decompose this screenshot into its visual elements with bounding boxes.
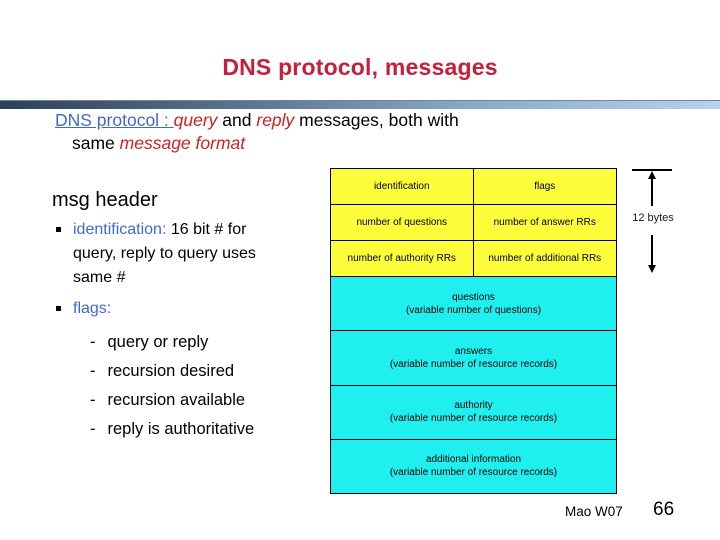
intro-line2: same message format [55,132,635,155]
sub-bullet-list: - query or reply - recursion desired - r… [90,328,306,444]
intro-rest: messages, both with [294,110,459,130]
row-subtitle: (variable number of resource records) [389,413,558,425]
row-title: questions [452,291,495,303]
dns-message-format-diagram: identification flags number of questions… [330,168,617,494]
diagram-body-row-questions: questions (variable number of questions) [331,277,616,332]
diagram-body-row-authority: authority (variable number of resource r… [331,385,616,440]
bullet-text: identification: 16 bit # for query, repl… [73,218,293,290]
row-title: answers [454,345,493,357]
sub-bullet-recursion-desired: - recursion desired [90,357,306,386]
sub-bullet-reply-authoritative: - reply is authoritative [90,415,306,444]
measure-cap-line [632,169,672,171]
cell-flags: flags [473,169,616,204]
footer-author: Mao W07 [565,504,623,519]
intro-lead: DNS protocol : [55,110,174,130]
cell-num-questions: number of questions [331,205,474,240]
sub-bullet-label: reply is authoritative [107,420,255,438]
bullet-text: flags: [73,297,293,321]
dash-bullet-icon: - [90,333,96,351]
cell-num-answer-rrs: number of answer RRs [473,205,616,240]
bullet-identification: identification: 16 bit # for query, repl… [56,218,306,290]
cell-num-authority-rrs: number of authority RRs [331,241,474,276]
diagram-header-row: number of questions number of answer RRs [331,205,616,241]
dash-bullet-icon: - [90,420,96,438]
diagram-body-row-additional: additional information (variable number … [331,439,616,493]
bullet-term: identification: [73,221,167,238]
dash-bullet-icon: - [90,362,96,380]
arrow-up-icon [648,171,656,179]
row-subtitle: (variable number of questions) [405,304,542,316]
diagram-header-row: number of authority RRs number of additi… [331,241,616,277]
row-title: authority [454,400,493,412]
bullet-flags: flags: [56,297,306,321]
title-divider-bar [0,100,720,109]
sub-bullet-label: recursion available [107,391,246,409]
intro-line2-plain: same [72,133,120,153]
cell-num-additional-rrs: number of additional RRs [473,241,616,276]
row-subtitle: (variable number of resource records) [389,358,558,370]
sub-bullet-label: recursion desired [107,362,235,380]
cell-identification: identification [331,169,474,204]
sub-bullet-query-or-reply: - query or reply [90,328,306,357]
intro-and: and [217,110,257,130]
msg-header-heading: msg header [52,189,158,211]
bullet-list: identification: 16 bit # for query, repl… [56,218,306,444]
sub-bullet-recursion-available: - recursion available [90,386,306,415]
square-bullet-icon [56,306,61,311]
dash-bullet-icon: - [90,391,96,409]
intro-line2-em: message format [119,133,246,153]
bullet-term: flags: [73,300,112,317]
diagram-header-row: identification flags [331,169,616,205]
intro-query: query [173,110,218,130]
sub-bullet-label: query or reply [107,333,209,351]
bullet-rest: 16 bit # for query, reply to query uses … [73,221,256,286]
slide-title: DNS protocol, messages [222,54,498,80]
twelve-bytes-annotation: 12 bytes [625,165,705,285]
row-subtitle: (variable number of resource records) [389,467,558,479]
diagram-body-row-answers: answers (variable number of resource rec… [331,331,616,386]
row-title: additional information [425,454,522,466]
arrow-down-icon [648,265,656,273]
twelve-bytes-label: 12 bytes [632,212,674,224]
intro-reply: reply [256,110,295,130]
intro-paragraph: DNS protocol : query and reply messages,… [55,109,635,155]
arrow-line [651,177,653,206]
square-bullet-icon [56,227,61,232]
arrow-line [651,235,653,266]
footer-page-number: 66 [653,499,675,520]
